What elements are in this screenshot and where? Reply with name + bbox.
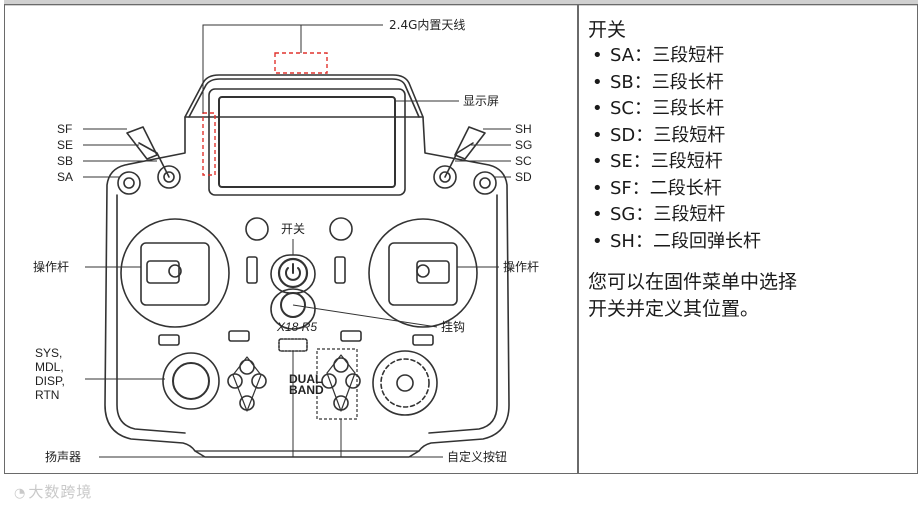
switch-note: 您可以在固件菜单中选择 开关并定义其位置。	[588, 269, 908, 323]
stick-right-plate	[388, 242, 458, 306]
label-speaker: 扬声器	[45, 449, 81, 464]
label-sys-2: MDL,	[35, 360, 64, 374]
switch-sb-boss	[157, 165, 181, 189]
switch-item: SD：三段短杆	[588, 123, 908, 150]
switch-sd-knob	[479, 177, 491, 189]
switch-sg-lever	[444, 142, 474, 178]
label-sys-4: RTN	[35, 388, 59, 402]
antenna-indicator	[274, 52, 328, 74]
label-sc: SC	[515, 154, 532, 168]
watermark-logo-icon: ◔	[14, 486, 27, 501]
label-hanger: 挂钩	[441, 320, 465, 334]
switch-sd-boss	[473, 171, 497, 195]
knob-left	[245, 217, 269, 241]
switch-item: SA：三段短杆	[588, 43, 908, 70]
switch-sh-lever	[454, 126, 486, 160]
watermark: ◔大数跨境	[14, 481, 92, 502]
dual-band-mark-1: DUAL	[289, 372, 322, 386]
leader-hanger	[292, 304, 438, 328]
switch-item: SE：三段短杆	[588, 149, 908, 176]
display-screen	[218, 96, 396, 188]
top-housing	[184, 74, 424, 118]
switch-panel: 开关 SA：三段短杆 SB：三段长杆 SC：三段长杆 SD：三段短杆 SE：三段…	[588, 18, 908, 323]
leader-speaker	[99, 351, 294, 458]
switch-item: SC：三段长杆	[588, 96, 908, 123]
switch-sc-boss	[433, 165, 457, 189]
dual-band-mark-2: BAND	[289, 383, 324, 397]
antenna-side-indicator	[202, 112, 216, 176]
switch-item: SB：三段长杆	[588, 70, 908, 97]
knob-right	[329, 217, 353, 241]
stick-left-plate	[140, 242, 210, 306]
body-outline	[104, 116, 510, 458]
nav-wheel	[372, 350, 438, 416]
speaker-grille	[278, 338, 308, 352]
label-sb: SB	[57, 154, 73, 168]
transmitter-diagram: X18 R5 DUAL BAND 2.4G内置天线 显示屏 开关	[33, 18, 539, 464]
label-sh: SH	[515, 122, 532, 136]
switch-item: SF：二段长杆	[588, 176, 908, 203]
leader-antenna	[202, 24, 383, 113]
model-mark: X18 R5	[276, 320, 317, 334]
switch-note-line-1: 您可以在固件菜单中选择	[588, 271, 798, 293]
switch-item: SG：三段短杆	[588, 202, 908, 229]
label-antenna: 2.4G内置天线	[389, 18, 465, 32]
label-power: 开关	[281, 222, 305, 236]
hanger-housing	[270, 288, 316, 330]
header-bar	[4, 0, 918, 6]
trim-bottom-right-a	[340, 330, 362, 342]
switch-note-line-2: 开关并定义其位置。	[588, 298, 760, 320]
display-bezel	[208, 88, 406, 196]
trim-left	[246, 256, 258, 284]
trim-bottom-left-b	[228, 330, 250, 342]
trim-bottom-left-a	[158, 334, 180, 346]
switch-item: SH：二段回弹长杆	[588, 229, 908, 256]
stick-left-gimbal	[120, 218, 230, 328]
scroll-wheel-ring	[162, 352, 220, 410]
label-sa: SA	[57, 170, 73, 184]
figure-frame	[4, 4, 918, 474]
leader-custom	[340, 419, 443, 458]
top-housing-inner	[188, 78, 420, 118]
stick-right-gimbal	[368, 218, 478, 328]
switch-sf-lever	[126, 126, 158, 160]
custom-buttons-box	[316, 348, 358, 420]
label-se: SE	[57, 138, 73, 152]
label-sys-3: DISP,	[35, 374, 65, 388]
switch-sa-boss	[117, 171, 141, 195]
label-stick-right: 操作杆	[503, 259, 539, 274]
switch-sa-knob	[123, 177, 135, 189]
switch-panel-title: 开关	[588, 19, 627, 41]
switch-list: SA：三段短杆 SB：三段长杆 SC：三段长杆 SD：三段短杆 SE：三段短杆 …	[588, 43, 908, 255]
switch-se-lever	[138, 142, 170, 178]
label-sg: SG	[515, 138, 532, 152]
label-sys-1: SYS,	[35, 346, 62, 360]
body-inner	[116, 194, 498, 434]
label-sf: SF	[57, 122, 72, 136]
watermark-text: 大数跨境	[28, 483, 93, 501]
power-button	[277, 257, 309, 289]
label-display: 显示屏	[463, 94, 499, 108]
panel-divider	[577, 5, 579, 474]
switch-sb-knob	[163, 171, 175, 183]
switch-sc-knob	[439, 171, 451, 183]
trim-bottom-right-b	[412, 334, 434, 346]
hanger	[280, 292, 306, 318]
label-sd: SD	[515, 170, 532, 184]
scroll-wheel	[172, 362, 210, 400]
trim-right	[334, 256, 346, 284]
label-stick-left: 操作杆	[33, 259, 69, 274]
label-custom-buttons: 自定义按钮	[447, 449, 507, 464]
